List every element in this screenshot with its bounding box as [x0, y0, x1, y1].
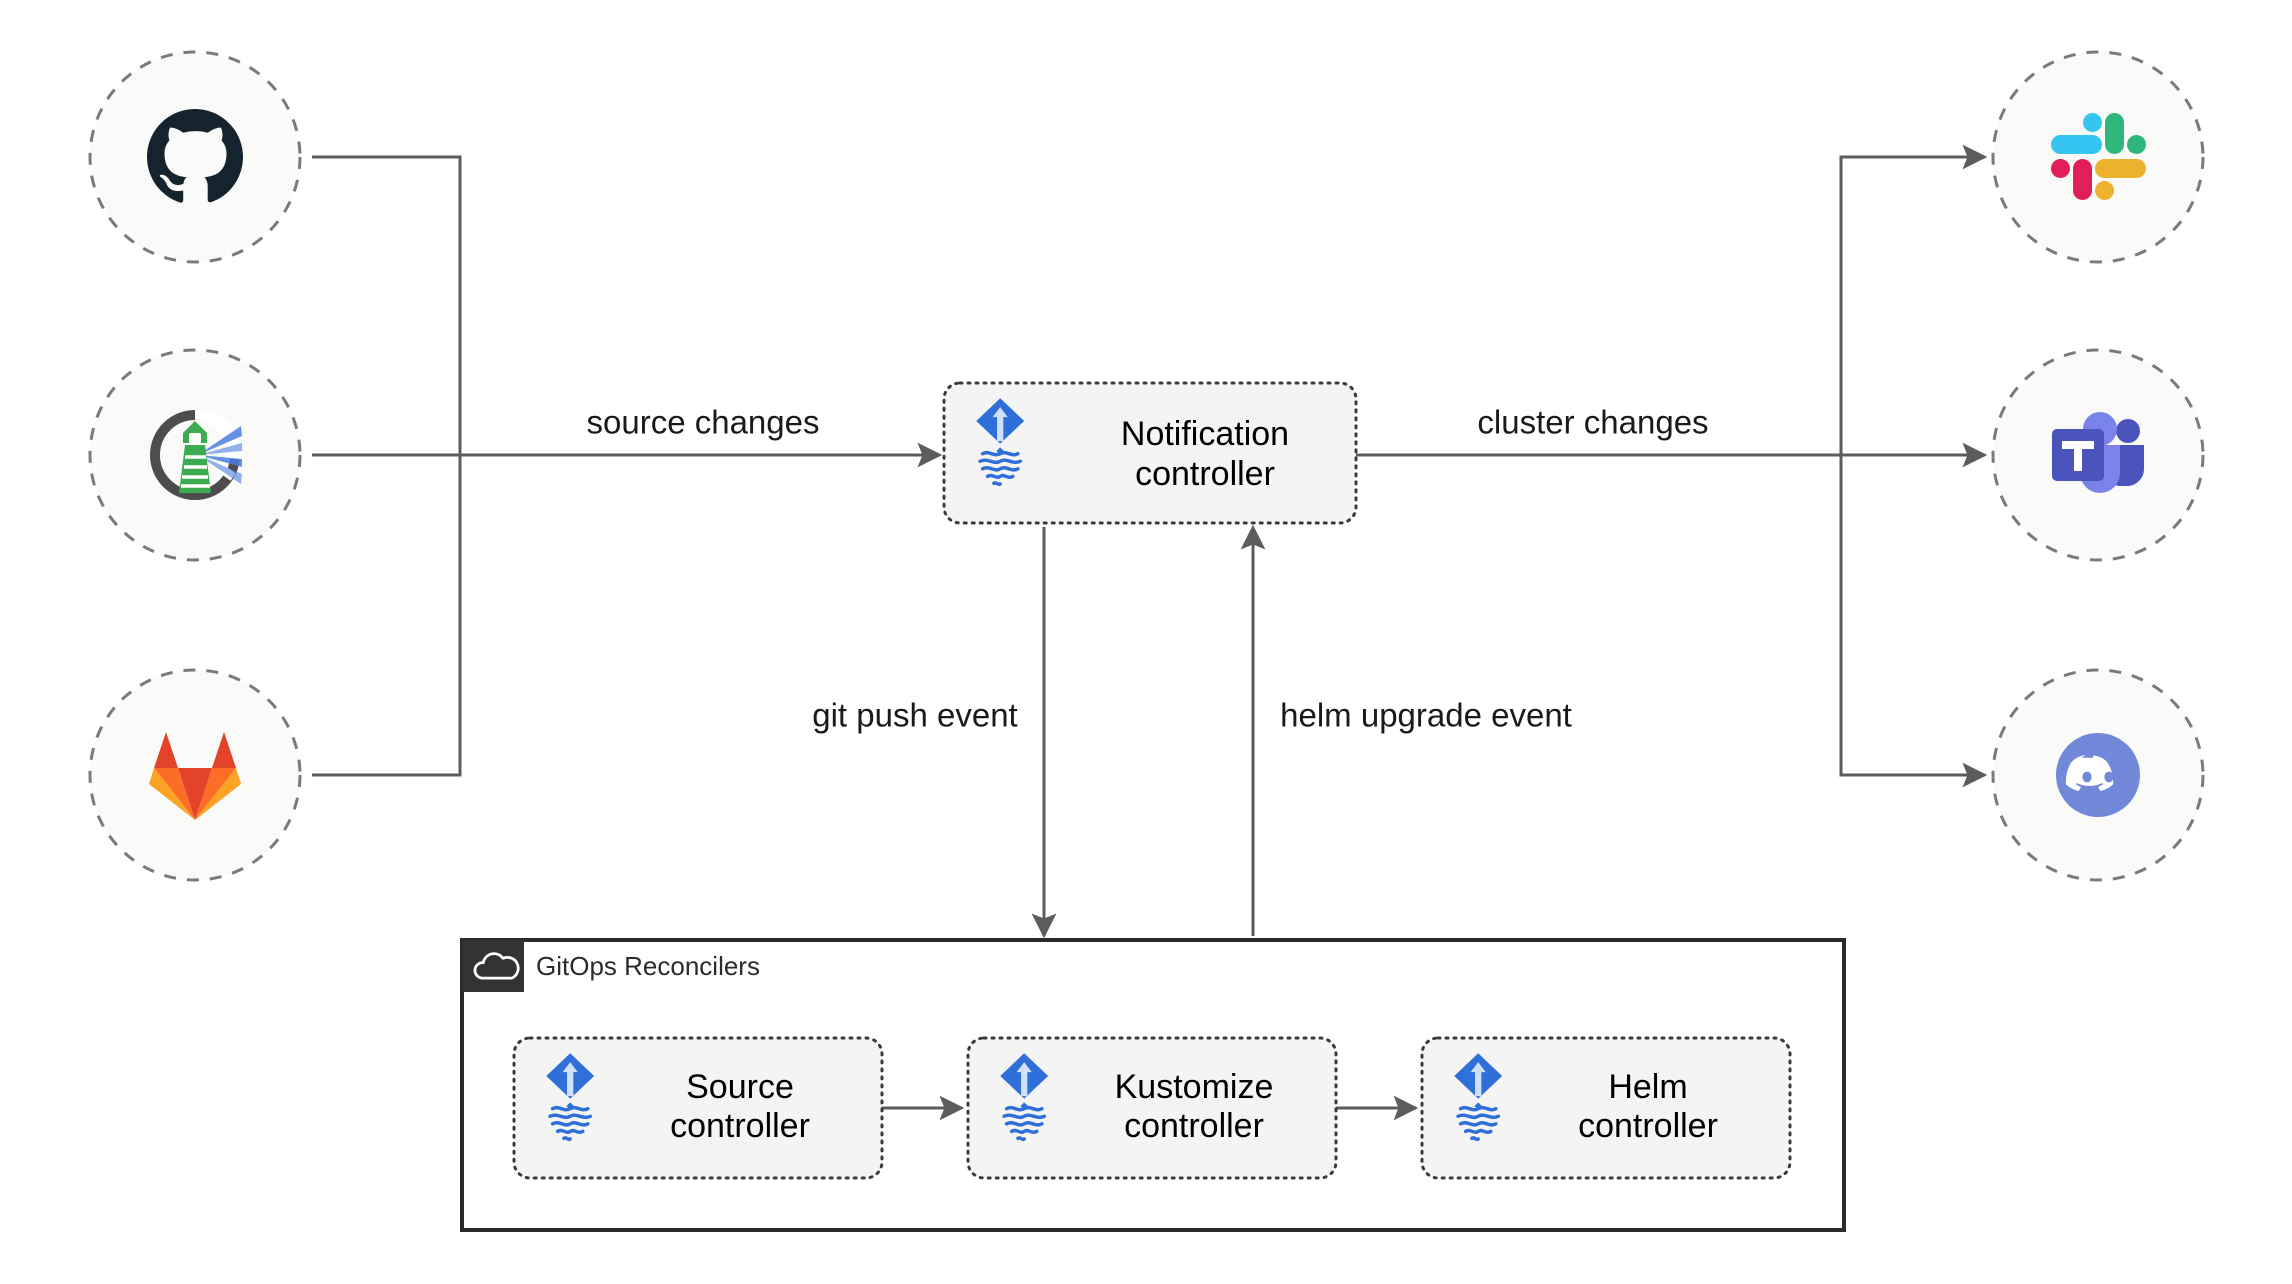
node-flux-source[interactable] [88, 348, 302, 562]
kustomize-controller-node[interactable]: Kustomize controller [966, 1036, 1338, 1180]
gitops-reconcilers-group: GitOps Reconcilers Source controller Kus… [460, 938, 1846, 1232]
node-slack[interactable] [1991, 50, 2205, 264]
kustomize-controller-box[interactable] [966, 1036, 1338, 1180]
source-connectors [312, 155, 943, 777]
destination-nodes [1991, 50, 2205, 882]
source-controller-box[interactable] [512, 1036, 884, 1180]
notification-controller-box[interactable] [942, 381, 1358, 525]
edge-github-to-bus [312, 155, 462, 455]
edge-label-cluster-changes: cluster changes [1477, 404, 1708, 441]
edge-label-source-changes: source changes [587, 404, 820, 441]
notification-controller-label-line2: controller [1135, 455, 1275, 493]
edge-labels: source changes cluster changes git push … [587, 404, 1709, 734]
gitops-reconcilers-title: GitOps Reconcilers [536, 951, 760, 981]
edge-gitlab-to-bus [312, 455, 462, 777]
node-gitlab[interactable] [88, 668, 302, 882]
source-controller-label-line2: controller [670, 1107, 810, 1145]
edge-bus-to-slack [1839, 144, 1988, 455]
notification-controller-node[interactable]: Notification controller [942, 381, 1358, 525]
edge-bus-to-discord [1839, 455, 1988, 788]
kustomize-controller-label-line2: controller [1124, 1107, 1264, 1145]
github-node-circle[interactable] [88, 50, 302, 264]
node-github[interactable] [88, 50, 302, 264]
source-nodes [88, 50, 302, 882]
helm-controller-label-line1: Helm [1608, 1068, 1687, 1106]
source-controller-node[interactable]: Source controller [512, 1036, 884, 1180]
node-discord[interactable] [1991, 668, 2205, 882]
helm-controller-node[interactable]: Helm controller [1420, 1036, 1792, 1180]
edge-label-helm-upgrade-event: helm upgrade event [1280, 697, 1572, 734]
event-connectors [1031, 524, 1266, 939]
notification-controller-label-line1: Notification [1121, 415, 1289, 453]
kustomize-controller-label-line1: Kustomize [1115, 1068, 1274, 1106]
discord-icon [2056, 733, 2140, 817]
source-controller-label-line1: Source [686, 1068, 794, 1106]
helm-controller-label-line2: controller [1578, 1107, 1718, 1145]
helm-controller-box[interactable] [1420, 1036, 1792, 1180]
slack-node-circle[interactable] [1991, 50, 2205, 264]
node-msteams[interactable] [1991, 348, 2205, 562]
edge-label-git-push-event: git push event [812, 697, 1017, 734]
gitops-reconcilers-tab [462, 940, 524, 992]
destination-connectors [1356, 144, 1988, 788]
